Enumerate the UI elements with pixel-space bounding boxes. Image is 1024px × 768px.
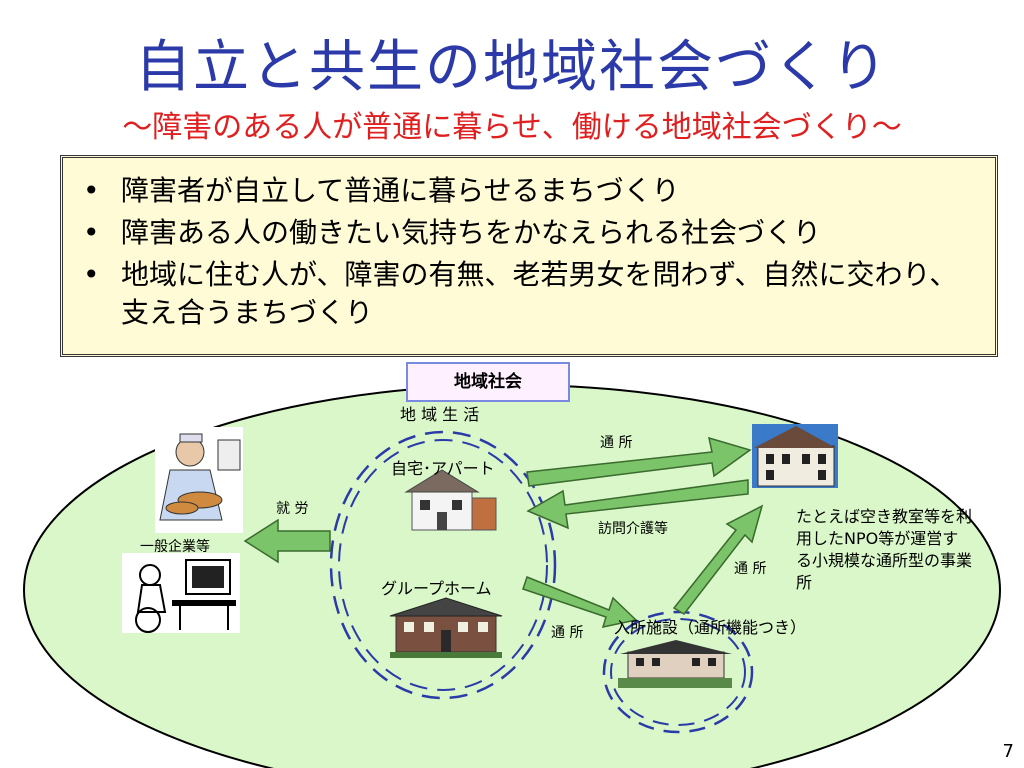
company-label: 一般企業等 [140, 539, 210, 555]
page-number: 7 [1002, 741, 1014, 762]
bullet-list: 障害者が自立して普通に暮らせるまちづくり 障害ある人の働きたい気持ちをかなえられ… [73, 172, 975, 332]
home-icon [404, 469, 497, 531]
bullet-box: 障害者が自立して普通に暮らせるまちづくり 障害ある人の働きたい気持ちをかなえられ… [60, 155, 998, 357]
commute-label-bottom: 通 所 [551, 625, 584, 641]
worker-clipart [155, 427, 243, 533]
facility-label: 入所施設（通所機能つき） [614, 618, 807, 637]
group-home-arrow [522, 576, 638, 628]
employment-arrow [243, 518, 331, 564]
facility-circle-inner [610, 618, 746, 726]
office-worker-clipart [122, 553, 240, 633]
commute-arrow-top [526, 436, 752, 487]
commute-label-top: 通 所 [600, 435, 633, 451]
small-facility-note: たとえば空き教室等を利用したNPO等が運営する小規模な通所型の事業所 [796, 507, 973, 592]
commute-label-right: 通 所 [734, 561, 767, 577]
bullet-item: 地域に住む人が、障害の有無、老若男女を問わず、自然に交わり、支え合うまちづくり [83, 256, 975, 332]
group-home-label: グループホーム [381, 579, 492, 598]
life-area-label: 地 域 生 活 [400, 405, 480, 424]
facility-icon [618, 640, 732, 688]
page-title: 自立と共生の地域社会づくり [135, 35, 889, 100]
home-label: 自宅･アパート [391, 459, 495, 478]
employment-arrow-label: 就 労 [276, 501, 309, 517]
bullet-item: 障害者が自立して普通に暮らせるまちづくり [83, 172, 975, 210]
life-area-circle [329, 430, 557, 700]
bullet-item: 障害ある人の働きたい気持ちをかなえられる社会づくり [83, 214, 975, 252]
life-area-circle-inner [338, 439, 548, 691]
community-label: 地域社会 [406, 362, 570, 402]
facility-circle [602, 610, 754, 734]
small-facility-icon [752, 424, 838, 488]
page-subtitle: ～障害のある人が普通に暮らせ、働ける地域社会づくり～ [122, 110, 902, 145]
group-home-icon [389, 597, 503, 658]
visit-care-label: 訪問介護等 [598, 521, 668, 537]
visit-care-arrow [526, 479, 749, 530]
commute-arrow-right [672, 504, 764, 615]
